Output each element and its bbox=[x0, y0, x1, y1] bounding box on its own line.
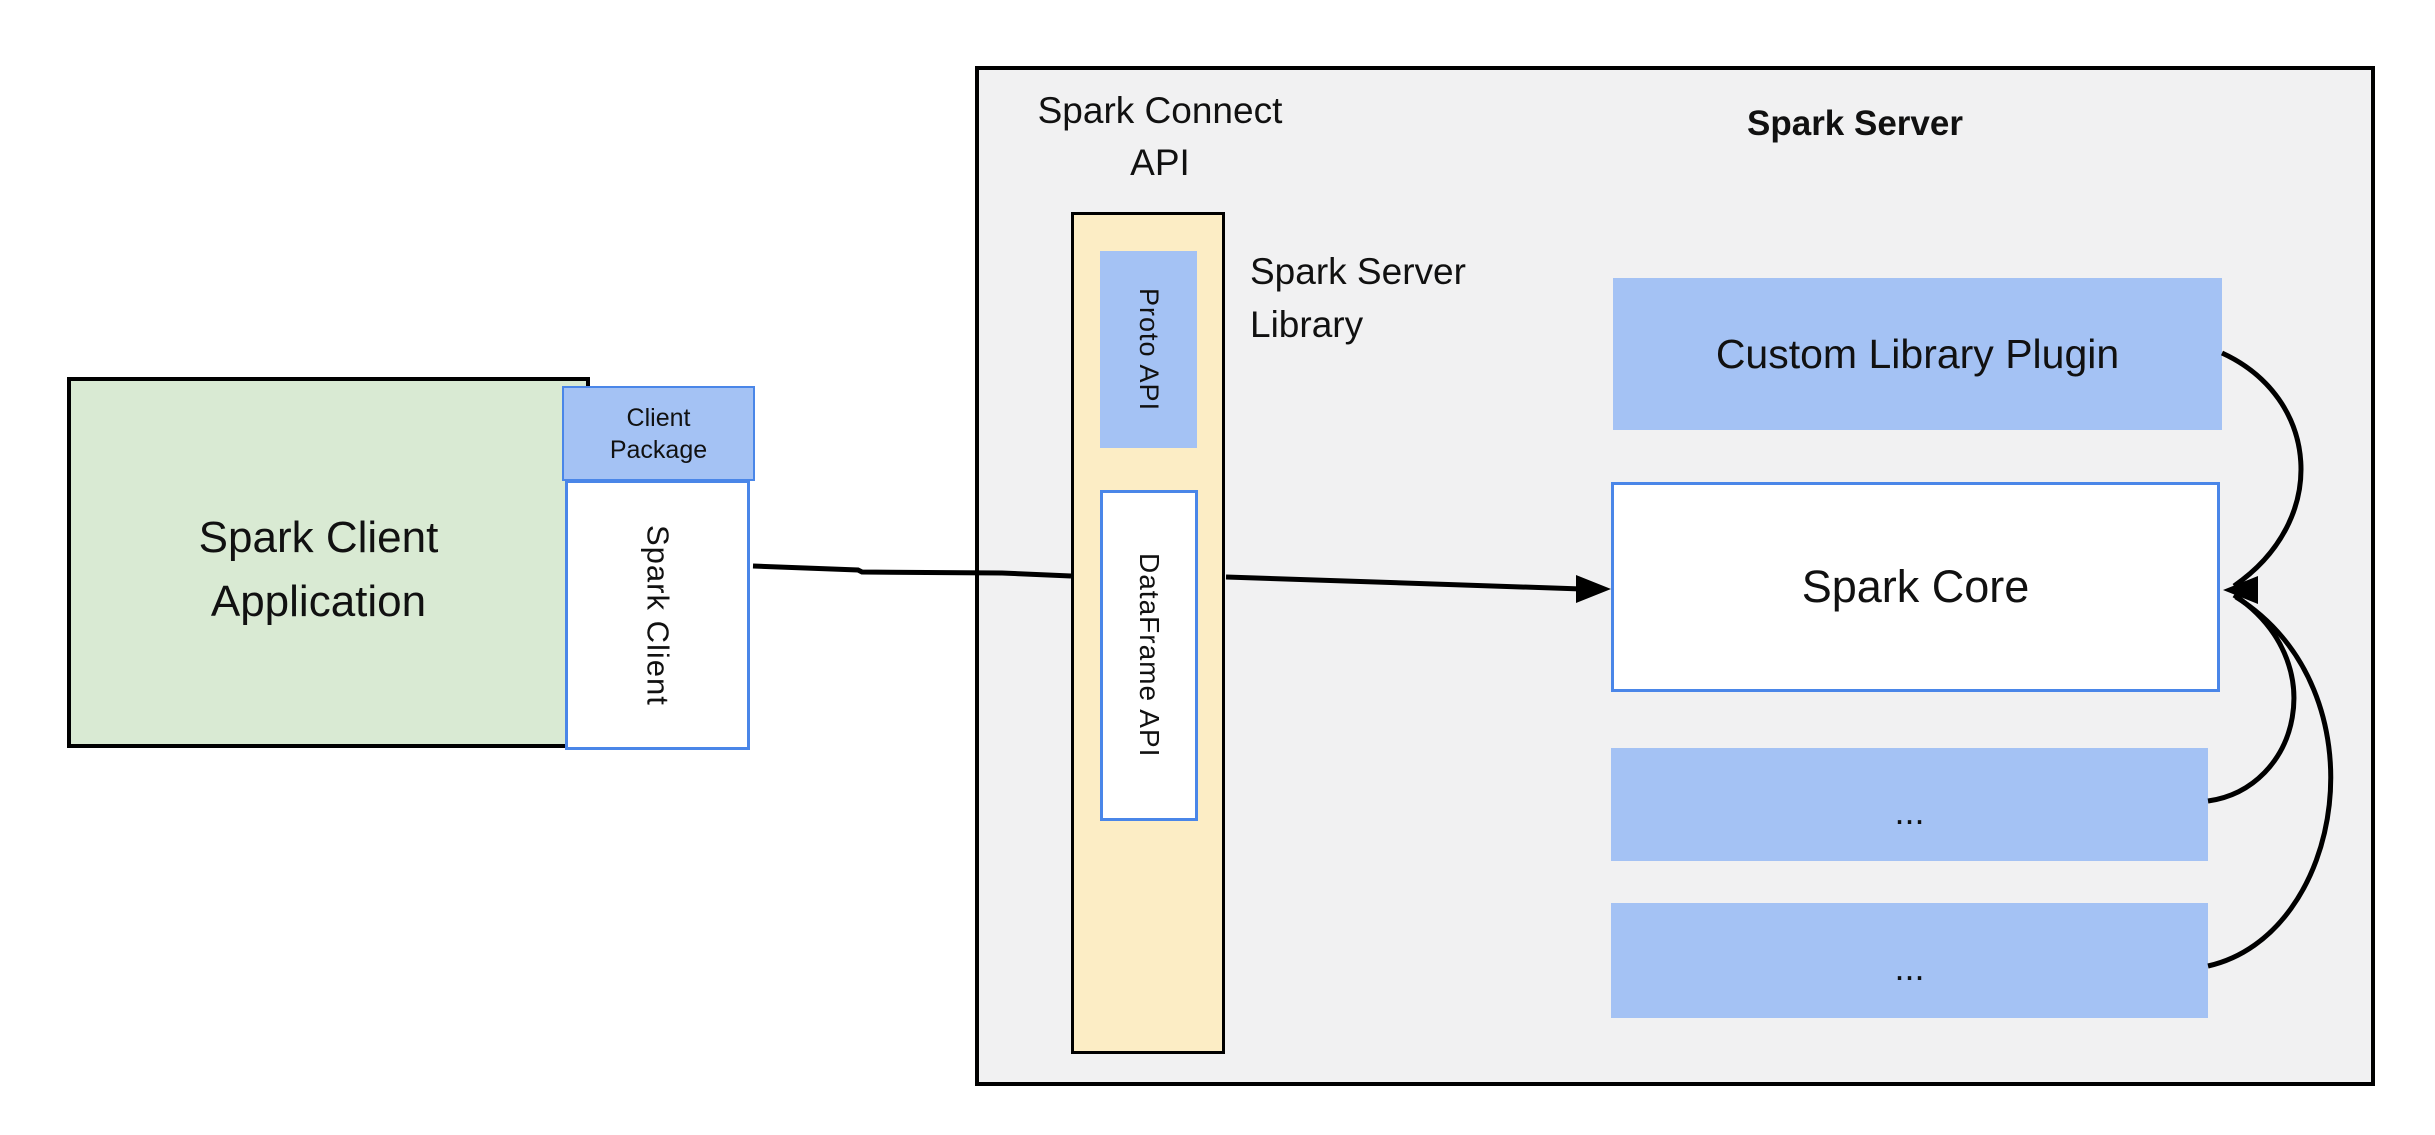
plugin-placeholder-box-1: ... bbox=[1611, 748, 2208, 861]
spark-core-label: Spark Core bbox=[1801, 561, 2030, 612]
spark-connect-api-title: Spark Connect API bbox=[1037, 90, 1283, 183]
spark-client-application-label: Spark Client Application bbox=[198, 513, 439, 626]
spark-client-box: Spark Client bbox=[565, 480, 750, 750]
spark-server-library-label: Spark Server Library bbox=[1250, 251, 1466, 345]
client-package-box: Client Package bbox=[562, 386, 755, 481]
plugin-placeholder-box-2: ... bbox=[1611, 903, 2208, 1018]
custom-library-plugin-box: Custom Library Plugin bbox=[1613, 278, 2222, 430]
spark-server-title: Spark Server bbox=[1747, 104, 1963, 143]
custom-library-plugin-label: Custom Library Plugin bbox=[1715, 330, 2120, 377]
dataframe-api-box: DataFrame API bbox=[1100, 490, 1198, 821]
proto-api-label: Proto API bbox=[1134, 287, 1164, 412]
spark-client-label: Spark Client bbox=[640, 524, 676, 706]
dataframe-api-label: DataFrame API bbox=[1134, 553, 1165, 758]
plugin-placeholder-label-2: ... bbox=[1894, 946, 1925, 988]
spark-core-box: Spark Core bbox=[1611, 482, 2220, 692]
plugin-placeholder-label-1: ... bbox=[1894, 790, 1925, 832]
spark-client-application-box: Spark Client Application bbox=[67, 377, 590, 748]
proto-api-box: Proto API bbox=[1100, 251, 1197, 448]
client-package-label: Client Package bbox=[609, 403, 708, 464]
